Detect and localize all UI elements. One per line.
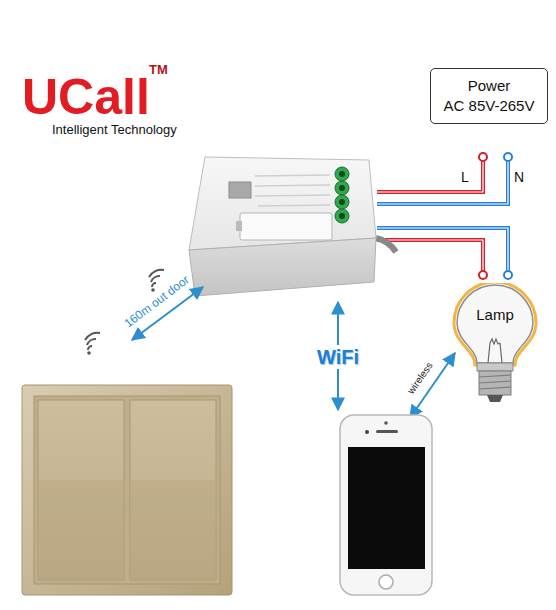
power-box: PowerAC 85V-265V bbox=[430, 68, 548, 124]
wire-label: L bbox=[461, 170, 469, 185]
wifi-label: WiFi bbox=[314, 345, 362, 369]
node-heading: Lamp bbox=[445, 305, 545, 325]
brand-tagline: Intelligent Technology bbox=[52, 123, 177, 137]
node-heading: Power bbox=[468, 76, 511, 96]
node-body: AC 85V-265V bbox=[444, 96, 535, 116]
smartphone bbox=[340, 415, 432, 595]
bulb-outline bbox=[445, 283, 545, 405]
power-wires bbox=[377, 153, 512, 279]
trademark: TM bbox=[149, 63, 168, 77]
wireless-label: wireless bbox=[405, 360, 435, 396]
relay-module bbox=[189, 157, 396, 296]
brand-logo: UCall bbox=[22, 70, 150, 125]
wire-label: N bbox=[514, 170, 524, 185]
wall-switch bbox=[22, 385, 232, 595]
lamp-bulb: Lamp bbox=[445, 283, 545, 405]
